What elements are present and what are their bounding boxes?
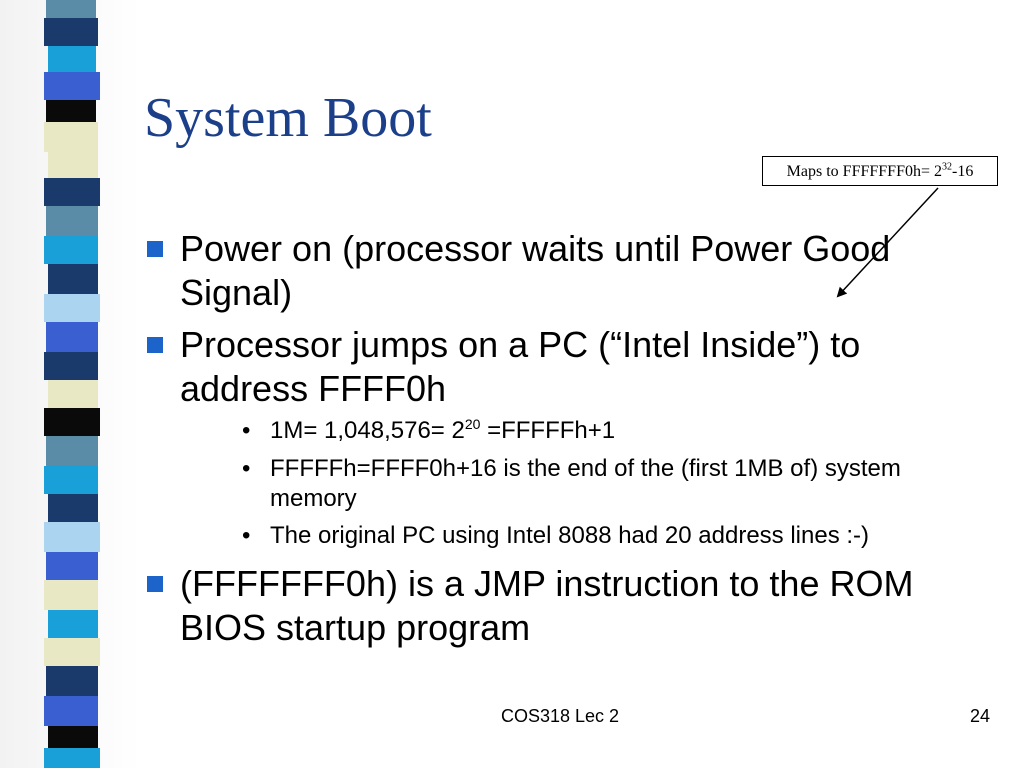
callout-exponent: 32 [941,161,952,173]
bullet-power-on: Power on (processor waits until Power Go… [180,228,891,313]
subbullet-1m: 1M= 1,048,576= 220 =FFFFFh+1 [270,416,990,446]
stripe-cell [44,294,100,322]
stripe-cell [44,580,98,610]
stripe-cell [44,72,100,100]
stripe-cell [46,0,96,18]
slide-title: System Boot [144,87,432,149]
stripe-cell [48,726,98,748]
stripe-cell [44,638,100,666]
footer-page-number: 24 [969,706,990,726]
stripe-cell [48,610,98,638]
callout-text: Maps to FFFFFFF0h= 2 [786,163,942,180]
stripe-cell [46,436,98,466]
stripe-cell [48,380,98,408]
stripe-cell [46,206,98,236]
stripe-cell [46,552,98,580]
subbullet-address-lines: The original PC using Intel 8088 had 20 … [270,522,870,549]
footer-course: COS318 Lec 2 [500,706,620,726]
bullet-processor-jumps: Processor jumps on a PC (“Intel Inside”)… [180,324,861,409]
stripe-cell [48,264,98,294]
stripe-cell [46,666,98,696]
stripe-cell [44,466,98,494]
stripe-cell [44,696,98,726]
stripe-cell [48,152,98,178]
stripe-cell [44,748,100,768]
stripe-cell [44,178,100,206]
stripe-cell [44,122,98,152]
callout-tail: -16 [951,163,974,180]
bullet-marker [147,576,163,592]
subbullet-marker: • [242,455,251,482]
subbullet-marker: • [242,417,251,444]
stripe-cell [48,46,96,72]
stripe-cell [44,18,98,46]
stripe-cell [46,100,96,122]
subbullet-marker: • [242,522,251,549]
stripe-cell [44,352,98,380]
stripe-cell [46,322,98,352]
subbullet-end-of-memory: FFFFFh=FFFF0h+16 is the end of the (firs… [270,455,901,512]
stripe-cell [44,408,100,436]
bullet-marker [147,241,163,257]
decorative-stripe [44,0,100,768]
stripe-cell [48,494,98,522]
stripe-cell [44,522,100,552]
bullet-jmp-instruction: (FFFFFFF0h) is a JMP instruction to the … [180,563,914,648]
stripe-cell [44,236,98,264]
subbullet-1m-exponent: 20 [464,416,481,432]
callout-box: Maps to FFFFFFF0h= 232-16 [762,156,998,186]
bullet-marker [147,337,163,353]
subbullet-1m-text: 1M= 1,048,576= 2 [270,417,465,444]
subbullet-1m-tail: =FFFFFh+1 [480,417,616,444]
